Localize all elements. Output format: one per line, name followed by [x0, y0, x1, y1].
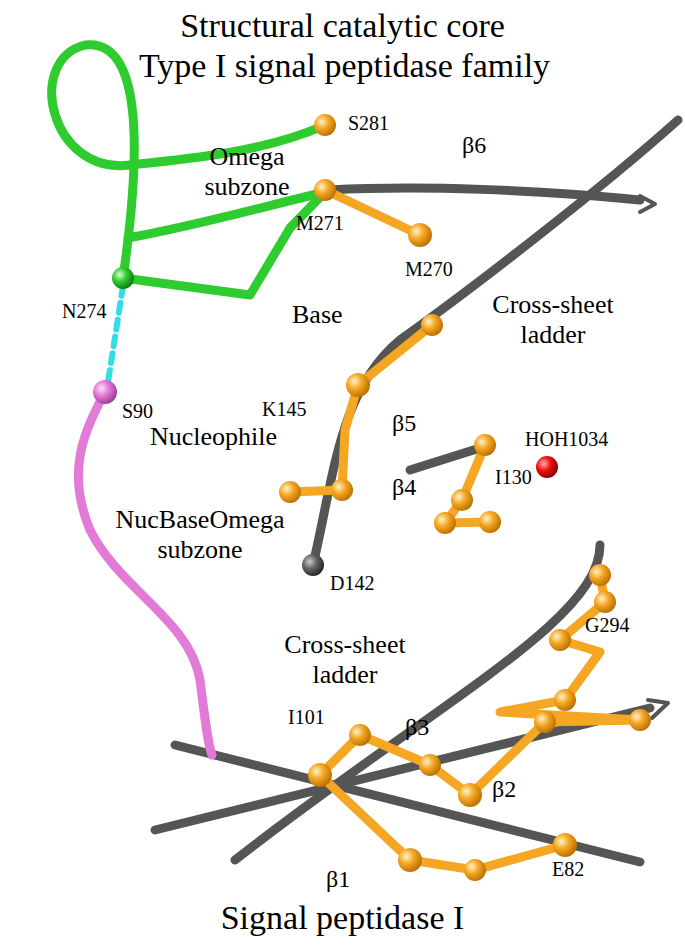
figure-subtitle: Type I signal peptidase family	[2, 46, 685, 85]
atom-spheres	[93, 114, 651, 881]
residue-label: M271	[296, 212, 344, 235]
strand-label: β1	[326, 866, 350, 894]
residue-label: HOH1034	[525, 428, 608, 451]
side-chain-link	[290, 325, 432, 492]
residue-label: E82	[552, 858, 584, 881]
residue-label: K145	[262, 398, 306, 421]
beta5-strand	[313, 120, 678, 565]
beta4-strand	[410, 448, 480, 470]
residue-label: S281	[348, 112, 389, 135]
residue-label: I130	[495, 466, 532, 489]
strand-label: β2	[492, 776, 516, 804]
residue-label: I101	[288, 706, 325, 729]
figure-caption: Signal peptidase I	[0, 898, 685, 937]
water-molecule	[536, 456, 558, 478]
region-label: NucBaseOmega subzone	[100, 505, 300, 565]
region-label: Cross-sheet ladder	[270, 630, 420, 690]
residue-label: G294	[585, 614, 629, 637]
beta2-strand	[155, 708, 650, 830]
figure-title: Structural catalytic core	[0, 6, 685, 45]
strand-label: β6	[462, 132, 486, 160]
side-chain-link	[445, 445, 490, 523]
strand-label: β3	[405, 714, 429, 742]
strand-label: β4	[392, 474, 416, 502]
role-label: Base	[292, 300, 343, 330]
residue-label: S90	[122, 400, 153, 423]
role-label: Nucleophile	[150, 422, 277, 452]
hydrogen-bond	[108, 286, 123, 382]
region-label: Omega subzone	[172, 142, 322, 202]
strand-label: β5	[392, 410, 416, 438]
residue-label: M270	[405, 258, 453, 281]
residue-label: D142	[330, 572, 374, 595]
residue-label: N274	[62, 300, 106, 323]
region-label: Cross-sheet ladder	[478, 290, 628, 350]
ribbons	[52, 45, 678, 870]
side-chain-link	[320, 575, 640, 870]
